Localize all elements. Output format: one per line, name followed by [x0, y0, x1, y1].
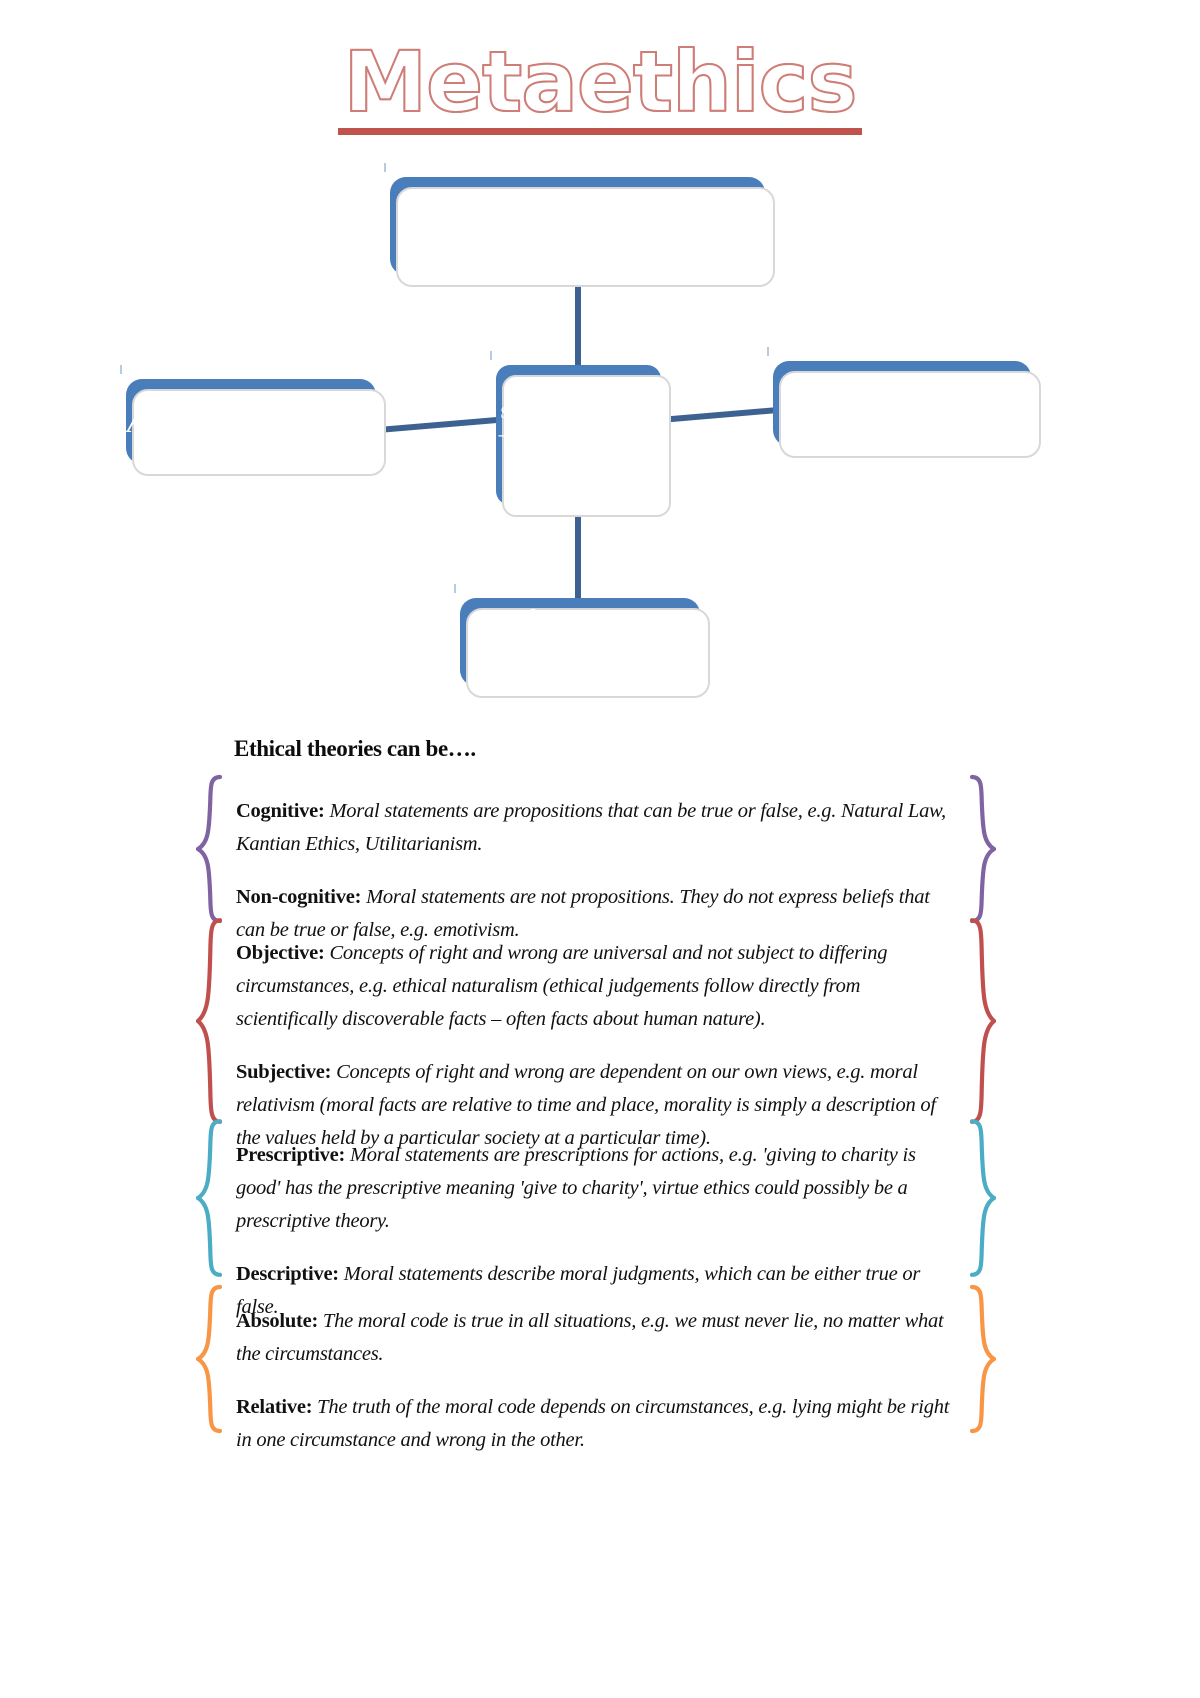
definition-label: Non-cognitive: [236, 886, 362, 908]
brace-left-cognitive [196, 774, 222, 924]
brace-right-prescriptive [970, 1118, 996, 1278]
mindmap-connectors [377, 272, 779, 600]
node-shadow-plate [779, 371, 1041, 458]
node-absolute-relative[interactable]: Absolute/Rel ative [120, 365, 386, 476]
page-title: Metaethics [337, 39, 863, 135]
definition-text: Concepts of right and wrong are universa… [236, 941, 888, 1030]
brace-left-absolute [196, 1284, 222, 1434]
mindmap-diagram: Cognitive/Non-Cognitive Absolute/Rel ati… [0, 0, 1200, 720]
node-anchor-tick [384, 163, 386, 172]
node-center-second-order-ethics[interactable]: Second-Order Ethics – analysing the stat… [490, 351, 671, 517]
definition-paragraph: Prescriptive: Moral statements are presc… [236, 1139, 950, 1238]
definition-label: Descriptive: [236, 1263, 339, 1285]
definition-group-body: Cognitive: Moral statements are proposit… [236, 774, 950, 968]
brace-right-absolute [970, 1284, 996, 1434]
page-title-wrapper: Metaethics [0, 39, 1200, 135]
node-anchor-tick [490, 351, 492, 360]
node-label: Second-Order Ethics – analysing the stat… [498, 403, 659, 466]
node-shadow-plate [502, 375, 671, 517]
definition-label: Absolute: [236, 1309, 319, 1332]
definition-paragraph: Absolute: The moral code is true in all … [236, 1305, 950, 1371]
definition-text: Moral statements are propositions that c… [236, 799, 946, 855]
brace-right-cognitive [970, 774, 996, 924]
definition-label: Relative: [236, 1396, 313, 1418]
definition-group-objective: Objective: Concepts of right and wrong a… [196, 916, 996, 1149]
node-shadow-plate [466, 608, 710, 698]
node-label: Objective/S ubjective [503, 604, 657, 678]
brace-right-objective [970, 916, 996, 1126]
node-objective-subjective[interactable]: Objective/S ubjective [454, 584, 710, 698]
definition-label: Cognitive: [236, 799, 325, 822]
definition-text: The moral code is true in all situations… [236, 1309, 944, 1365]
definition-group-body: Absolute: The moral code is true in all … [236, 1284, 950, 1478]
definition-paragraph: Non-cognitive: Moral statements are not … [236, 881, 950, 947]
definition-group-body: Prescriptive: Moral statements are presc… [236, 1118, 950, 1345]
node-label: Prescriptive/ Descriptive [819, 366, 985, 440]
brace-left-objective [196, 916, 222, 1126]
definition-paragraph: Cognitive: Moral statements are proposit… [236, 795, 950, 861]
node-label: Cognitive/Non-Cognitive [457, 181, 698, 269]
definition-group-body: Objective: Concepts of right and wrong a… [236, 916, 950, 1176]
node-anchor-tick [120, 365, 122, 374]
definition-group-prescriptive: Prescriptive: Moral statements are presc… [196, 1118, 996, 1318]
definition-label: Prescriptive: [236, 1143, 346, 1166]
definition-text: Moral statements are not propositions. T… [236, 886, 930, 941]
node-cognitive-noncognitive[interactable]: Cognitive/Non-Cognitive [384, 163, 775, 287]
definition-paragraph: Objective: Concepts of right and wrong a… [236, 937, 950, 1036]
definition-text: Moral statements are prescriptions for a… [236, 1143, 916, 1232]
definition-label: Subjective: [236, 1061, 332, 1083]
definition-paragraph: Descriptive: Moral statements describe m… [236, 1258, 950, 1324]
definition-paragraph: Subjective: Concepts of right and wrong … [236, 1056, 950, 1155]
definition-text: Moral statements describe moral judgment… [236, 1263, 921, 1318]
node-anchor-tick [767, 347, 769, 356]
node-shadow-plate [396, 187, 775, 287]
brace-left-prescriptive [196, 1118, 222, 1278]
definition-paragraph: Relative: The truth of the moral code de… [236, 1391, 950, 1457]
node-anchor-tick [454, 584, 456, 593]
node-label: Absolute/Rel ative [126, 402, 376, 440]
definition-label: Objective: [236, 941, 325, 964]
definition-group-cognitive: Cognitive: Moral statements are proposit… [196, 774, 996, 941]
definition-text: Concepts of right and wrong are dependen… [236, 1061, 936, 1149]
node-shadow-plate [132, 389, 386, 476]
node-prescriptive-descriptive[interactable]: Prescriptive/ Descriptive [767, 347, 1041, 458]
definition-group-absolute: Absolute: The moral code is true in all … [196, 1284, 996, 1451]
definition-text: The truth of the moral code depends on c… [236, 1396, 950, 1451]
definitions-heading: Ethical theories can be…. [234, 736, 476, 761]
